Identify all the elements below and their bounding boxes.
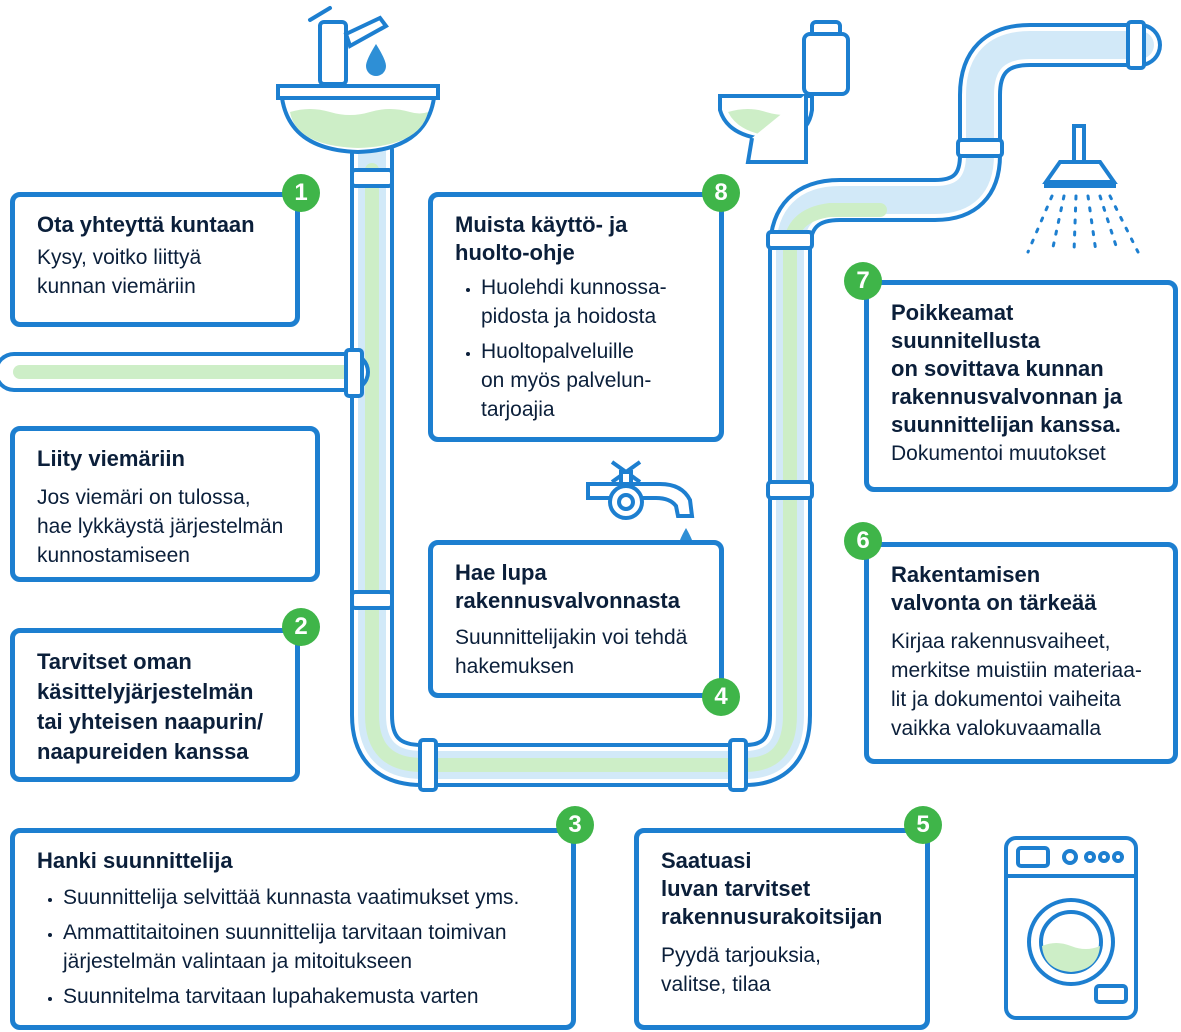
step-1-text: Kysy, voitko liittyä kunnan viemäriin xyxy=(37,246,202,298)
step-6-title: Rakentamisen valvonta on tärkeää xyxy=(891,562,1097,615)
step-3-badge: 3 xyxy=(556,806,594,844)
step-7-card: Poikkeamat suunnitellusta on sovittava k… xyxy=(864,280,1178,492)
step-8-badge: 8 xyxy=(702,174,740,212)
step-8-title: Muista käyttö- ja huolto-ohje xyxy=(455,212,628,265)
connect-sewer-card: Liity viemäriin Jos viemäri on tulossa, … xyxy=(10,426,320,582)
step-6-text: Kirjaa rakennusvaiheet, merkitse muistii… xyxy=(891,630,1142,740)
drain-pipe-icon xyxy=(0,23,1162,787)
step-8-bullet: Huoltopalveluille on myös palvelun- tarj… xyxy=(481,337,701,424)
washing-machine-icon xyxy=(1004,836,1138,1020)
step-3-title: Hanki suunnittelija xyxy=(37,848,233,873)
step-4-card: Hae lupa rakennusvalvonnasta Suunnitteli… xyxy=(428,540,724,698)
step-5-text: Pyydä tarjouksia, valitse, tilaa xyxy=(661,944,821,996)
step-3-bullet: Suunnitelma tarvitaan lupahakemusta vart… xyxy=(63,982,553,1011)
sink-icon xyxy=(276,6,440,155)
step-8-card: Muista käyttö- ja huolto-ohje Huolehdi k… xyxy=(428,192,724,442)
step-4-title: Hae lupa rakennusvalvonnasta xyxy=(455,560,680,613)
step-6-badge: 6 xyxy=(844,522,882,560)
toilet-icon xyxy=(718,20,850,164)
step-7-badge: 7 xyxy=(844,262,882,300)
step-8-bullet: Huolehdi kunnossa- pidosta ja hoidosta xyxy=(481,273,701,331)
step-2-card: Tarvitset oman käsittelyjärjestelmän tai… xyxy=(10,628,300,782)
connect-sewer-title: Liity viemäriin xyxy=(37,446,185,471)
step-5-badge: 5 xyxy=(904,806,942,844)
step-7-text: Dokumentoi muutokset xyxy=(891,442,1106,465)
step-8-list: Huolehdi kunnossa- pidosta ja hoidosta H… xyxy=(455,273,701,424)
step-5-card: Saatuasi luvan tarvitset rakennusurakoit… xyxy=(634,828,930,1030)
step-1-card: Ota yhteyttä kuntaan Kysy, voitko liitty… xyxy=(10,192,300,327)
step-2-badge: 2 xyxy=(282,608,320,646)
step-7-title: Poikkeamat suunnitellusta on sovittava k… xyxy=(891,300,1123,437)
step-3-bullet: Ammattitaitoinen suunnittelija tarvitaan… xyxy=(63,918,553,976)
step-1-badge: 1 xyxy=(282,174,320,212)
connect-sewer-text: Jos viemäri on tulossa, hae lykkäystä jä… xyxy=(37,486,284,567)
step-3-list: Suunnittelija selvittää kunnasta vaatimu… xyxy=(37,883,553,1011)
tap-icon xyxy=(586,460,695,520)
water-drop-icon xyxy=(366,44,386,76)
step-2-title: Tarvitset oman käsittelyjärjestelmän tai… xyxy=(37,649,264,764)
step-5-title: Saatuasi luvan tarvitset rakennusurakoit… xyxy=(661,848,883,929)
step-3-card: Hanki suunnittelija Suunnittelija selvit… xyxy=(10,828,576,1030)
shower-icon xyxy=(1042,124,1118,188)
step-6-card: Rakentamisen valvonta on tärkeää Kirjaa … xyxy=(864,542,1178,764)
step-4-badge: 4 xyxy=(702,678,740,716)
step-1-title: Ota yhteyttä kuntaan xyxy=(37,212,255,237)
step-3-bullet: Suunnittelija selvittää kunnasta vaatimu… xyxy=(63,883,553,912)
step-4-text: Suunnittelijakin voi tehdä hakemuksen xyxy=(455,626,688,678)
